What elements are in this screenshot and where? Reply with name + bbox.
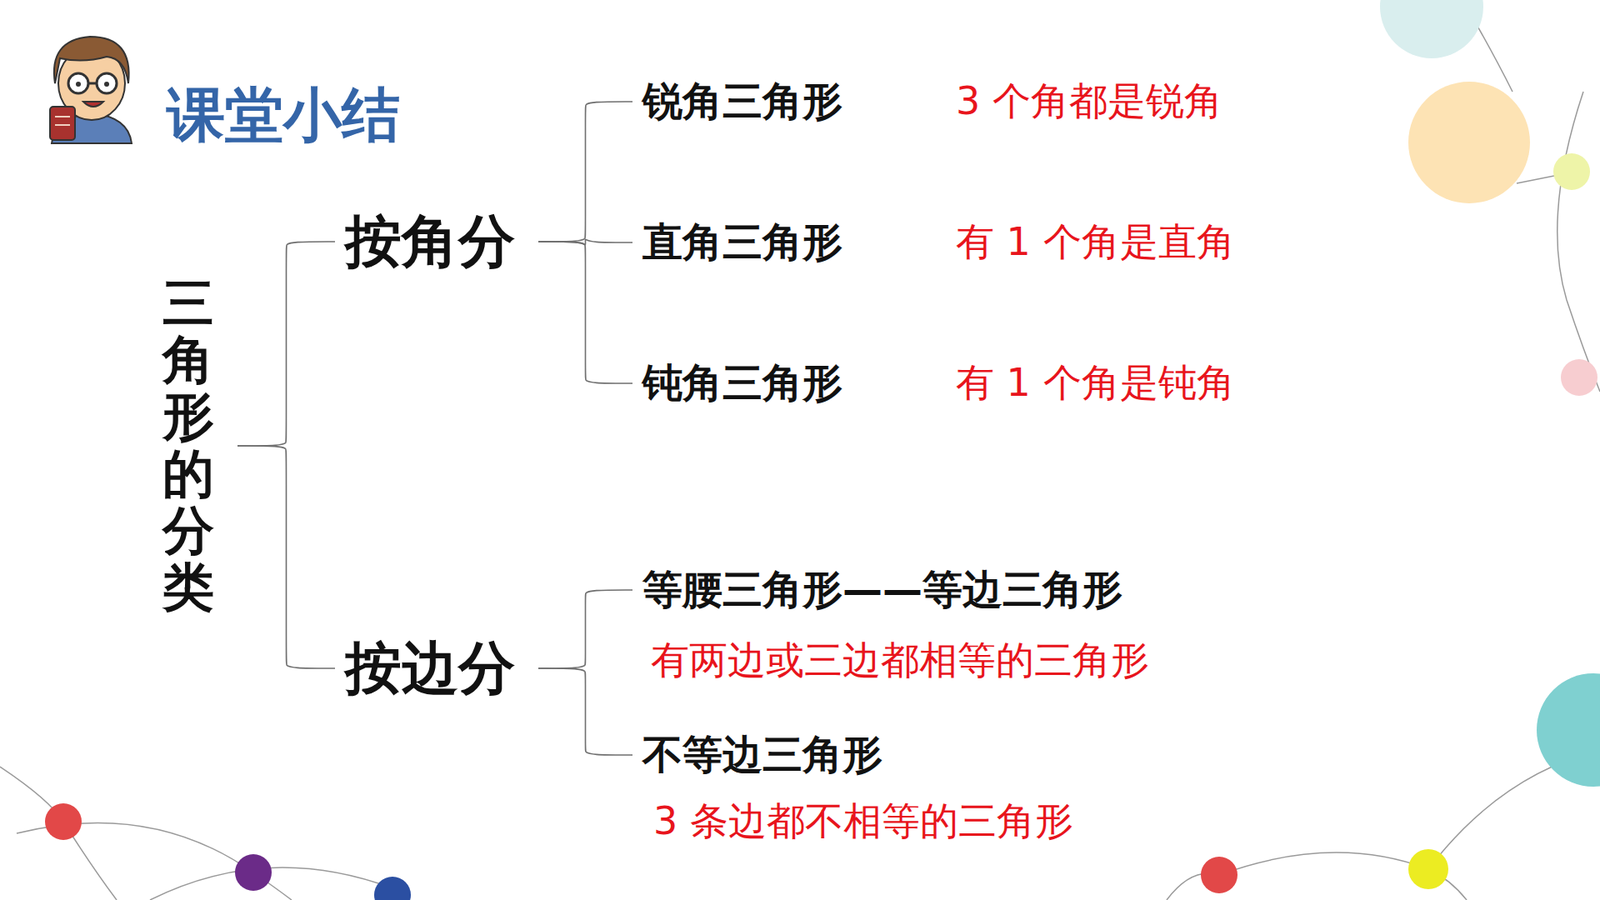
bracket-connector — [538, 668, 633, 755]
definition-text: 有 1 个角是直角 — [955, 216, 1235, 269]
root-label: 三角形的分类 — [162, 275, 215, 616]
bracket-connector — [538, 101, 633, 242]
tree-node: 等腰三角形——等边三角形有两边或三边都相等的三角形 — [642, 563, 1150, 687]
branch-label: 按角分 — [345, 204, 515, 280]
decor-circle — [45, 803, 82, 840]
decor-circle — [1408, 849, 1449, 890]
definition-text: 3 个角都是锐角 — [955, 75, 1223, 128]
slide-title: 课堂小结 — [166, 76, 400, 155]
teacher-icon — [50, 36, 132, 144]
definition-text: 3 条边都不相等的三角形 — [653, 795, 1074, 848]
decor-circle — [235, 854, 272, 891]
tree-node: 按角分 — [345, 204, 515, 280]
category-label: 不等边三角形 — [642, 728, 883, 782]
decor-circle — [1380, 0, 1484, 59]
category-label: 等腰三角形——等边三角形 — [642, 563, 1123, 617]
tree-node: 锐角三角形 3 个角都是锐角 — [642, 75, 1223, 129]
decor-circle — [1560, 359, 1598, 396]
definition-text: 有两边或三边都相等的三角形 — [650, 635, 1150, 687]
tree-node: 钝角三角形 有 1 个角是钝角 — [642, 356, 1235, 410]
bracket-connector — [237, 445, 335, 669]
root-node: 三角形的分类 — [162, 275, 215, 617]
bracket-connector — [237, 241, 335, 446]
decor-circle — [1200, 856, 1238, 894]
decor-circle — [1536, 673, 1600, 787]
decor-circle — [1553, 153, 1590, 190]
tree-node: 不等边三角形 3 条边都不相等的三角形 — [642, 728, 1074, 848]
tree-node: 直角三角形 有 1 个角是直角 — [642, 215, 1235, 270]
branch-label: 按边分 — [345, 630, 515, 707]
category-label: 直角三角形 — [642, 215, 843, 270]
tree-node: 按边分 — [345, 630, 515, 707]
definition-text: 有 1 个角是钝角 — [955, 357, 1235, 410]
category-label: 钝角三角形 — [642, 356, 843, 410]
bracket-connector — [538, 590, 633, 669]
decor-circle — [374, 876, 411, 900]
decor-circle — [1408, 81, 1530, 204]
bracket-connector — [538, 241, 633, 384]
category-label: 锐角三角形 — [642, 75, 843, 129]
